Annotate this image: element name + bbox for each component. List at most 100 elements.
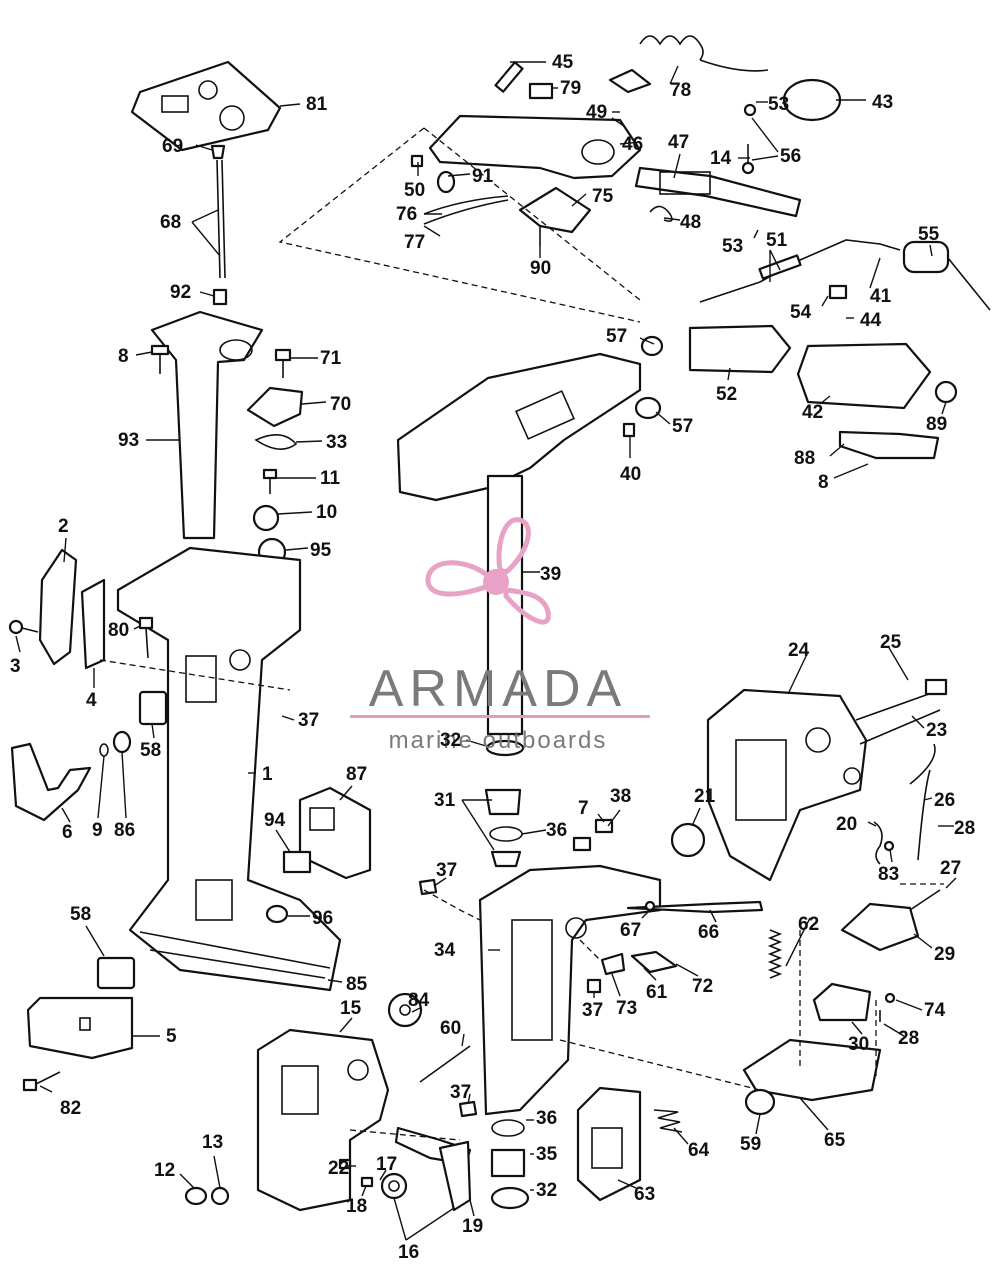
callout-53-top: 53 bbox=[768, 94, 789, 115]
callout-89: 89 bbox=[926, 414, 947, 435]
callout-55: 55 bbox=[918, 224, 940, 245]
callout-24: 24 bbox=[788, 640, 810, 661]
part-swivel-bracket-arm bbox=[396, 335, 664, 502]
callout-71: 71 bbox=[320, 348, 342, 369]
callout-37-a: 37 bbox=[298, 710, 319, 731]
callout-37-d: 37 bbox=[450, 1082, 471, 1103]
callout-45: 45 bbox=[552, 52, 574, 73]
part-transom-bracket-left bbox=[256, 1028, 390, 1212]
callout-94: 94 bbox=[264, 810, 286, 831]
callout-70: 70 bbox=[330, 394, 351, 415]
callout-46: 46 bbox=[622, 134, 643, 155]
callout-92: 92 bbox=[170, 282, 191, 303]
part-kill-switch-lanyard bbox=[608, 35, 769, 94]
callout-83: 83 bbox=[878, 864, 899, 885]
callout-21: 21 bbox=[694, 786, 716, 807]
callout-73: 73 bbox=[616, 998, 637, 1019]
callout-22: 22 bbox=[328, 1158, 349, 1179]
callout-88: 88 bbox=[794, 448, 815, 469]
callout-17: 17 bbox=[376, 1154, 397, 1175]
callout-57-bottom: 57 bbox=[672, 416, 693, 437]
callout-38: 38 bbox=[610, 786, 631, 807]
callout-56: 56 bbox=[780, 146, 801, 167]
watermark-tagline: marine outboards bbox=[389, 727, 608, 754]
callout-72: 72 bbox=[692, 976, 713, 997]
part-water-tube bbox=[210, 144, 228, 306]
part-clamp-screw-assembly bbox=[184, 992, 472, 1212]
callout-42: 42 bbox=[802, 402, 823, 423]
callout-36-bottom: 36 bbox=[536, 1108, 557, 1129]
callout-4: 4 bbox=[86, 690, 97, 711]
callout-59: 59 bbox=[740, 1134, 761, 1155]
part-throttle-linkage bbox=[699, 239, 991, 311]
callout-26: 26 bbox=[934, 790, 955, 811]
callout-90: 90 bbox=[530, 258, 551, 279]
callout-34: 34 bbox=[434, 940, 456, 961]
propeller-logo-icon bbox=[425, 517, 551, 625]
callout-8-top: 8 bbox=[118, 346, 129, 367]
callout-54: 54 bbox=[790, 302, 812, 323]
callout-68: 68 bbox=[160, 212, 181, 233]
callout-52: 52 bbox=[716, 384, 737, 405]
watermark-brand: ARMADA bbox=[369, 660, 627, 718]
callout-50: 50 bbox=[404, 180, 425, 201]
watermark-rule bbox=[350, 715, 650, 718]
part-transom-bracket-right bbox=[706, 688, 868, 882]
part-tiller-arm bbox=[410, 61, 642, 194]
callout-63: 63 bbox=[634, 1184, 655, 1205]
part-mount-blocks bbox=[265, 786, 372, 924]
callout-66: 66 bbox=[698, 922, 719, 943]
callout-65: 65 bbox=[824, 1130, 846, 1151]
callout-16: 16 bbox=[398, 1242, 419, 1263]
callout-35: 35 bbox=[536, 1144, 558, 1165]
part-lock-components bbox=[586, 950, 678, 994]
callout-2: 2 bbox=[58, 516, 69, 537]
callout-60: 60 bbox=[440, 1018, 461, 1039]
callout-62: 62 bbox=[798, 914, 819, 935]
callout-37-b: 37 bbox=[436, 860, 457, 881]
callout-11: 11 bbox=[320, 468, 341, 489]
callout-5: 5 bbox=[166, 1026, 177, 1047]
part-small-hardware bbox=[418, 818, 706, 896]
callout-29: 29 bbox=[934, 944, 955, 965]
part-drive-shaft-housing bbox=[116, 546, 342, 992]
callout-40: 40 bbox=[620, 464, 641, 485]
callout-76: 76 bbox=[396, 204, 417, 225]
callout-33: 33 bbox=[326, 432, 347, 453]
callout-28-bottom: 28 bbox=[898, 1028, 919, 1049]
callout-61: 61 bbox=[646, 982, 668, 1003]
callout-47: 47 bbox=[668, 132, 689, 153]
callout-27: 27 bbox=[940, 858, 961, 879]
callout-78: 78 bbox=[670, 80, 691, 101]
callout-81: 81 bbox=[306, 94, 328, 115]
callout-84: 84 bbox=[408, 990, 430, 1011]
callout-18: 18 bbox=[346, 1196, 367, 1217]
callout-64: 64 bbox=[688, 1140, 710, 1161]
callout-95: 95 bbox=[310, 540, 332, 561]
callout-93: 93 bbox=[118, 430, 139, 451]
part-swivel-bracket bbox=[478, 864, 764, 1116]
part-lower-clamp bbox=[22, 956, 136, 1092]
callout-25: 25 bbox=[880, 632, 902, 653]
part-throttle-grip-small bbox=[741, 78, 842, 175]
part-tilt-lock bbox=[812, 889, 941, 1022]
callout-91: 91 bbox=[472, 166, 494, 187]
callout-57-top: 57 bbox=[606, 326, 627, 347]
part-screw bbox=[8, 619, 39, 635]
part-handle-63 bbox=[576, 1086, 642, 1202]
part-side-brackets bbox=[38, 548, 106, 670]
callout-49: 49 bbox=[586, 102, 607, 123]
callout-69: 69 bbox=[162, 136, 183, 157]
callout-43: 43 bbox=[872, 92, 893, 113]
part-bushings bbox=[458, 1100, 530, 1210]
part-cover-assembly bbox=[246, 348, 304, 567]
callout-87: 87 bbox=[346, 764, 367, 785]
callout-19: 19 bbox=[462, 1216, 483, 1237]
callout-30: 30 bbox=[848, 1034, 869, 1055]
callout-39: 39 bbox=[540, 564, 561, 585]
callout-9: 9 bbox=[92, 820, 103, 841]
part-twist-grip bbox=[688, 324, 958, 460]
part-throttle-cables bbox=[423, 186, 592, 246]
assembly-guide-lines bbox=[99, 127, 944, 1141]
